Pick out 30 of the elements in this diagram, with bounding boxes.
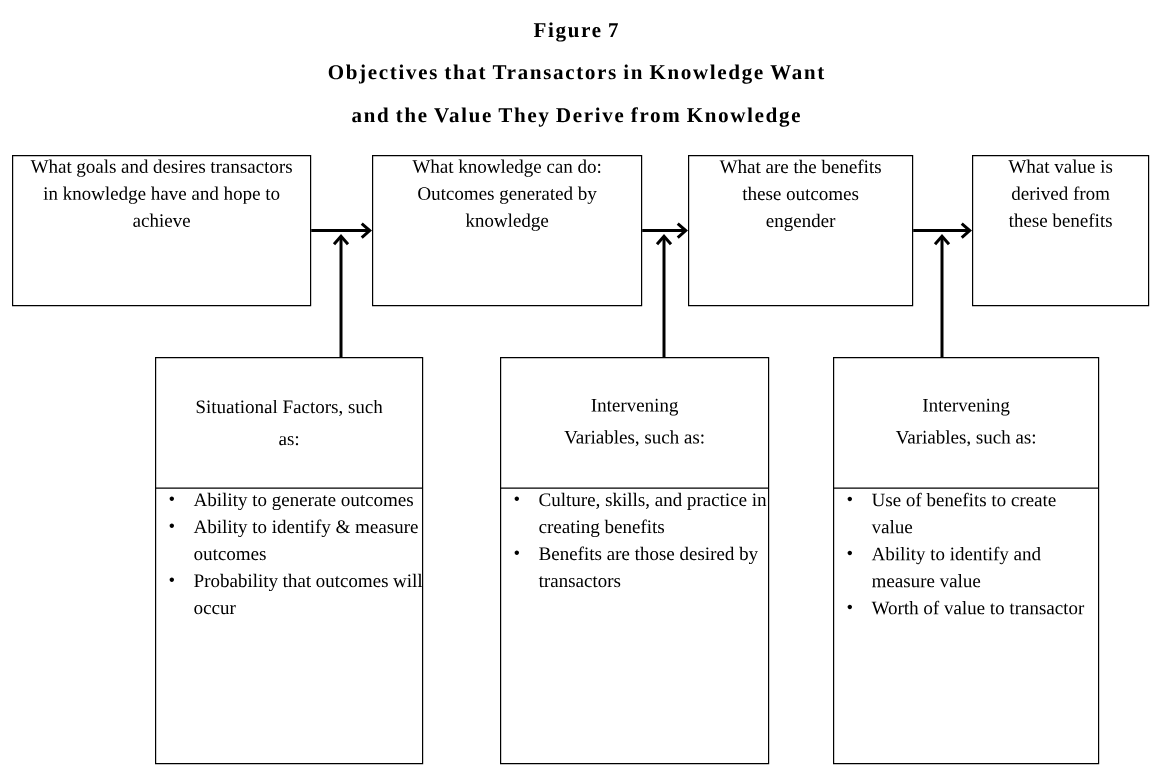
factor-box [500, 357, 770, 765]
step-box [12, 155, 312, 307]
step-box [972, 155, 1150, 307]
box-text: What value is derived from these benefits [1008, 159, 1113, 227]
title: Objectives that Transactors in Knowledge Want and the Value They Derive from Knowledge [328, 64, 825, 127]
arrow [642, 222, 688, 239]
heading-text: Intervening Variables, such as: [895, 398, 1035, 447]
heading-text: Intervening Variables, such as: [564, 398, 704, 447]
bullet-item: Probability that outcomes will occur [169, 573, 423, 615]
bullet-item: Ability to identify and measure value [847, 546, 1041, 588]
heading-text: Situational Factors, such as: [196, 399, 383, 446]
arrow [332, 234, 350, 357]
factor-box [833, 357, 1100, 765]
step-box [688, 155, 914, 307]
box-text: What goals and desires transactors in knowledge have and hope to achieve [30, 159, 292, 227]
arrow [311, 222, 372, 239]
figure-number: Figure 7 [533, 22, 618, 42]
step-box [372, 155, 643, 307]
factor-box [155, 357, 424, 765]
bullet-item: Use of benefits to create value [847, 492, 1056, 534]
bullet-item: Worth of value to transactor [847, 600, 1085, 615]
bullet-item: Culture, skills, and practice in creating benefits [514, 492, 767, 538]
box-text: What are the benefits these outcomes engender [719, 159, 881, 232]
bullet-item: Ability to identify & measure outcomes [169, 519, 418, 561]
arrow [655, 234, 673, 357]
bullet-item: Benefits are those desired by transactors [514, 546, 759, 588]
box-text: What knowledge can do: Outcomes generated by knowledge [412, 159, 601, 231]
bullet-item: Ability to generate outcomes [169, 492, 413, 511]
arrow [913, 222, 972, 239]
arrow [933, 234, 951, 357]
